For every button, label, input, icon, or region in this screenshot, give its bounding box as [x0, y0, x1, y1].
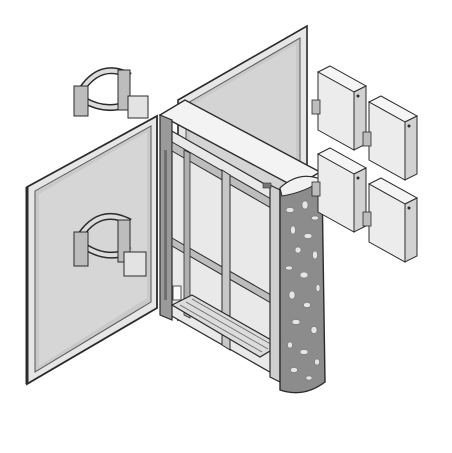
equipment-module-2: [362, 95, 419, 181]
equipment-module-4: [362, 177, 419, 263]
equipment-module-1: [311, 65, 368, 151]
pipe-clamp-top: [73, 67, 149, 119]
cabinet-frame: [158, 99, 322, 383]
perforated-column: [279, 175, 326, 394]
pipe-clamp-bottom: [73, 212, 147, 277]
